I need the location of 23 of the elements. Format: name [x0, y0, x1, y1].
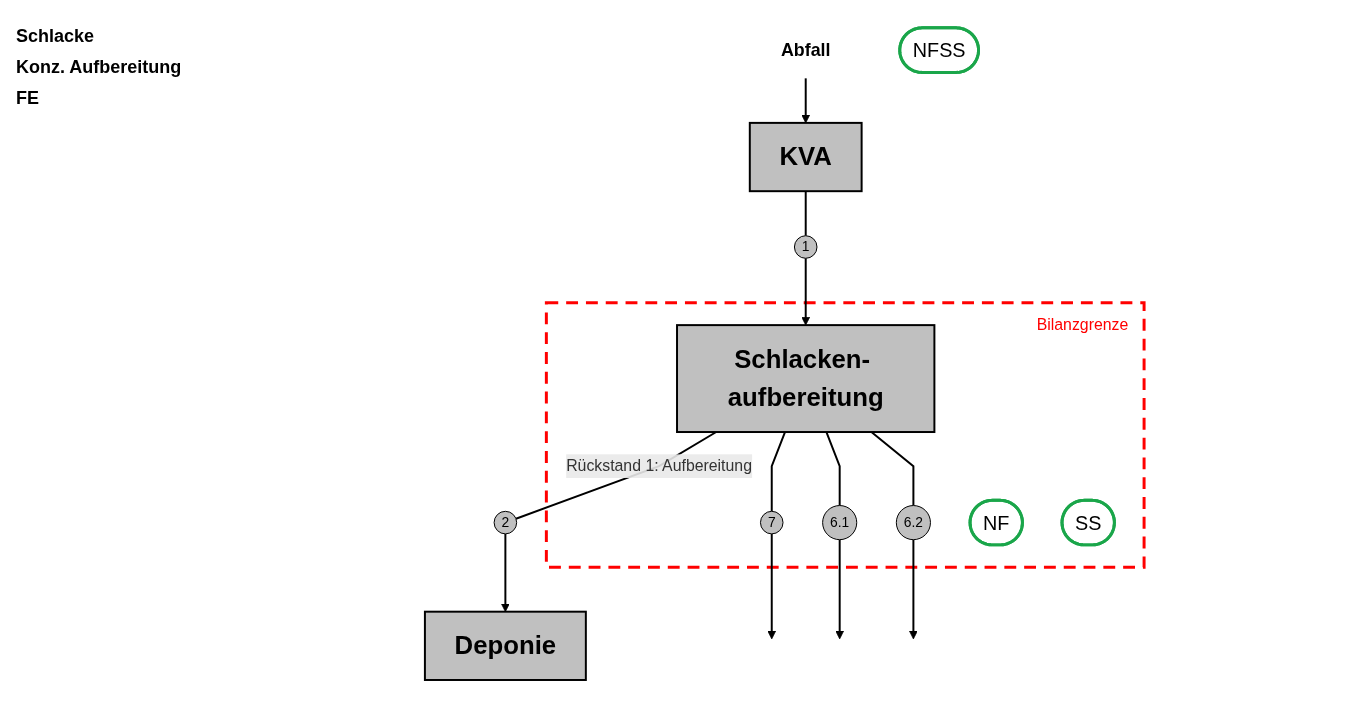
node-box: Schlacken- aufbereitung — [676, 324, 936, 434]
node-circle: 6.1 — [822, 505, 858, 541]
edge-label: Rückstand 1: Aufbereitung — [566, 457, 752, 475]
node-circle: 7 — [759, 510, 784, 535]
arrow — [801, 77, 811, 124]
node-box: Deponie — [423, 610, 587, 681]
arrow — [767, 532, 777, 640]
connector — [870, 431, 915, 507]
arrow — [835, 538, 845, 640]
arrow — [801, 257, 811, 326]
node-circle: 1 — [793, 235, 818, 259]
node-circle: 6.2 — [895, 505, 931, 541]
connector — [825, 431, 841, 507]
node-text: Abfall — [780, 39, 831, 60]
connector — [804, 190, 807, 237]
node-box: KVA — [748, 121, 863, 193]
note-label: FE — [16, 88, 40, 109]
arrow — [909, 538, 918, 640]
node-circle: 2 — [493, 510, 518, 535]
arrow — [501, 532, 510, 613]
connector — [770, 431, 786, 513]
note-label: Konz. Aufbereitung — [16, 57, 183, 78]
note-label: Schlacke — [16, 26, 96, 47]
